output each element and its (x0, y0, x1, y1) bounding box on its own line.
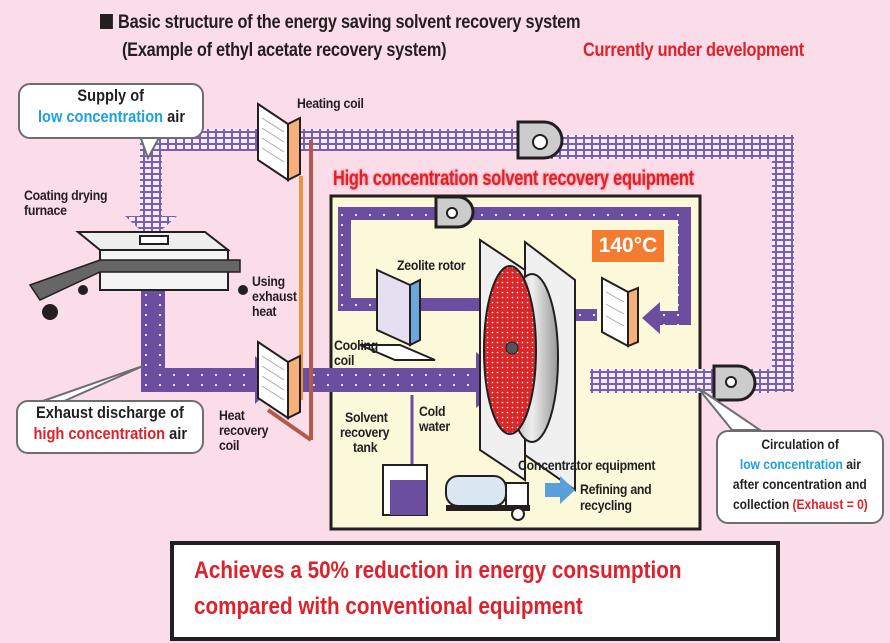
heating-coil (257, 102, 301, 182)
supply-callout-line1: Supply of (77, 86, 145, 105)
circulation-line4a: collection (732, 496, 793, 512)
page-subtitle: (Example of ethyl acetate recovery syste… (122, 40, 447, 61)
exhaust-callout-line1: Exhaust discharge of (36, 403, 184, 422)
exhaust-zero-note: (Exhaust = 0) (792, 496, 868, 512)
tanker-truck (445, 475, 530, 521)
circulation-highlight: low concentration (739, 456, 843, 472)
zeolite-rotor (479, 238, 576, 492)
exhaust-callout: Exhaust discharge of high concentration … (16, 400, 204, 454)
cooling-coil (359, 268, 436, 361)
coating-furnace-label-2: furnace (24, 202, 67, 218)
title-bullet-icon (100, 14, 113, 29)
cold-water-label-1: Cold (419, 403, 446, 419)
fan-circulation (712, 364, 757, 402)
concentrator-label: Concentrator equipment (518, 457, 656, 473)
heat-recovery-coil (257, 340, 301, 420)
coating-drying-furnace (28, 231, 248, 320)
solvent-tank-label-3: tank (353, 439, 378, 455)
supply-highlight: low concentration (37, 107, 163, 126)
fan-top (516, 120, 564, 160)
coating-furnace-label-1: Coating drying (24, 187, 108, 203)
exhaust-tail: air (164, 424, 187, 443)
cooling-coil-label-2: coil (334, 352, 355, 368)
solvent-recovery-tank (382, 464, 428, 516)
exhaust-heat-label-1: Using (252, 273, 285, 289)
supply-callout: Supply of low concentration air (18, 83, 204, 139)
temperature-badge: 140°C (592, 230, 664, 262)
development-status: Currently under development (583, 40, 804, 61)
heat-recovery-label-3: coil (219, 437, 240, 453)
exhaust-highlight: high concentration (33, 424, 165, 443)
refining-label-2: recycling (580, 497, 632, 513)
summary-line-2: compared with conventional equipment (194, 593, 583, 620)
summary-box: Achieves a 50% reduction in energy consu… (170, 541, 780, 641)
circulation-line1: Circulation of (761, 436, 839, 452)
summary-line-1: Achieves a 50% reduction in energy consu… (194, 557, 682, 584)
heat-recovery-label-2: recovery (219, 422, 269, 438)
exhaust-callout-tail (39, 365, 144, 403)
exhaust-heat-label-2: exhaust (252, 288, 297, 304)
solvent-tank-label-2: recovery (340, 424, 390, 440)
page-title: Basic structure of the energy saving sol… (100, 12, 581, 34)
refining-arrow (545, 476, 575, 504)
solvent-tank-label-1: Solvent (345, 409, 388, 425)
circulation-tail: air (842, 456, 861, 472)
exhaust-heat-label-3: heat (252, 303, 277, 319)
heating-coil-label: Heating coil (297, 95, 364, 111)
zeolite-rotor-label: Zeolite rotor (397, 257, 466, 273)
supply-tail: air (162, 107, 185, 126)
equipment-title: High concentration solvent recovery equi… (333, 167, 694, 190)
circulation-line3: after concentration and (733, 476, 867, 492)
refining-label-1: Refining and (580, 481, 652, 497)
regeneration-heater (601, 276, 639, 348)
fan-internal (434, 195, 475, 229)
title-text: Basic structure of the energy saving sol… (118, 12, 581, 33)
cold-water-label-2: water (419, 418, 450, 434)
cooling-coil-label-1: Cooling (334, 337, 378, 353)
circulation-callout: Circulation of low concentration air aft… (716, 430, 884, 524)
heat-recovery-label-1: Heat (219, 407, 245, 423)
